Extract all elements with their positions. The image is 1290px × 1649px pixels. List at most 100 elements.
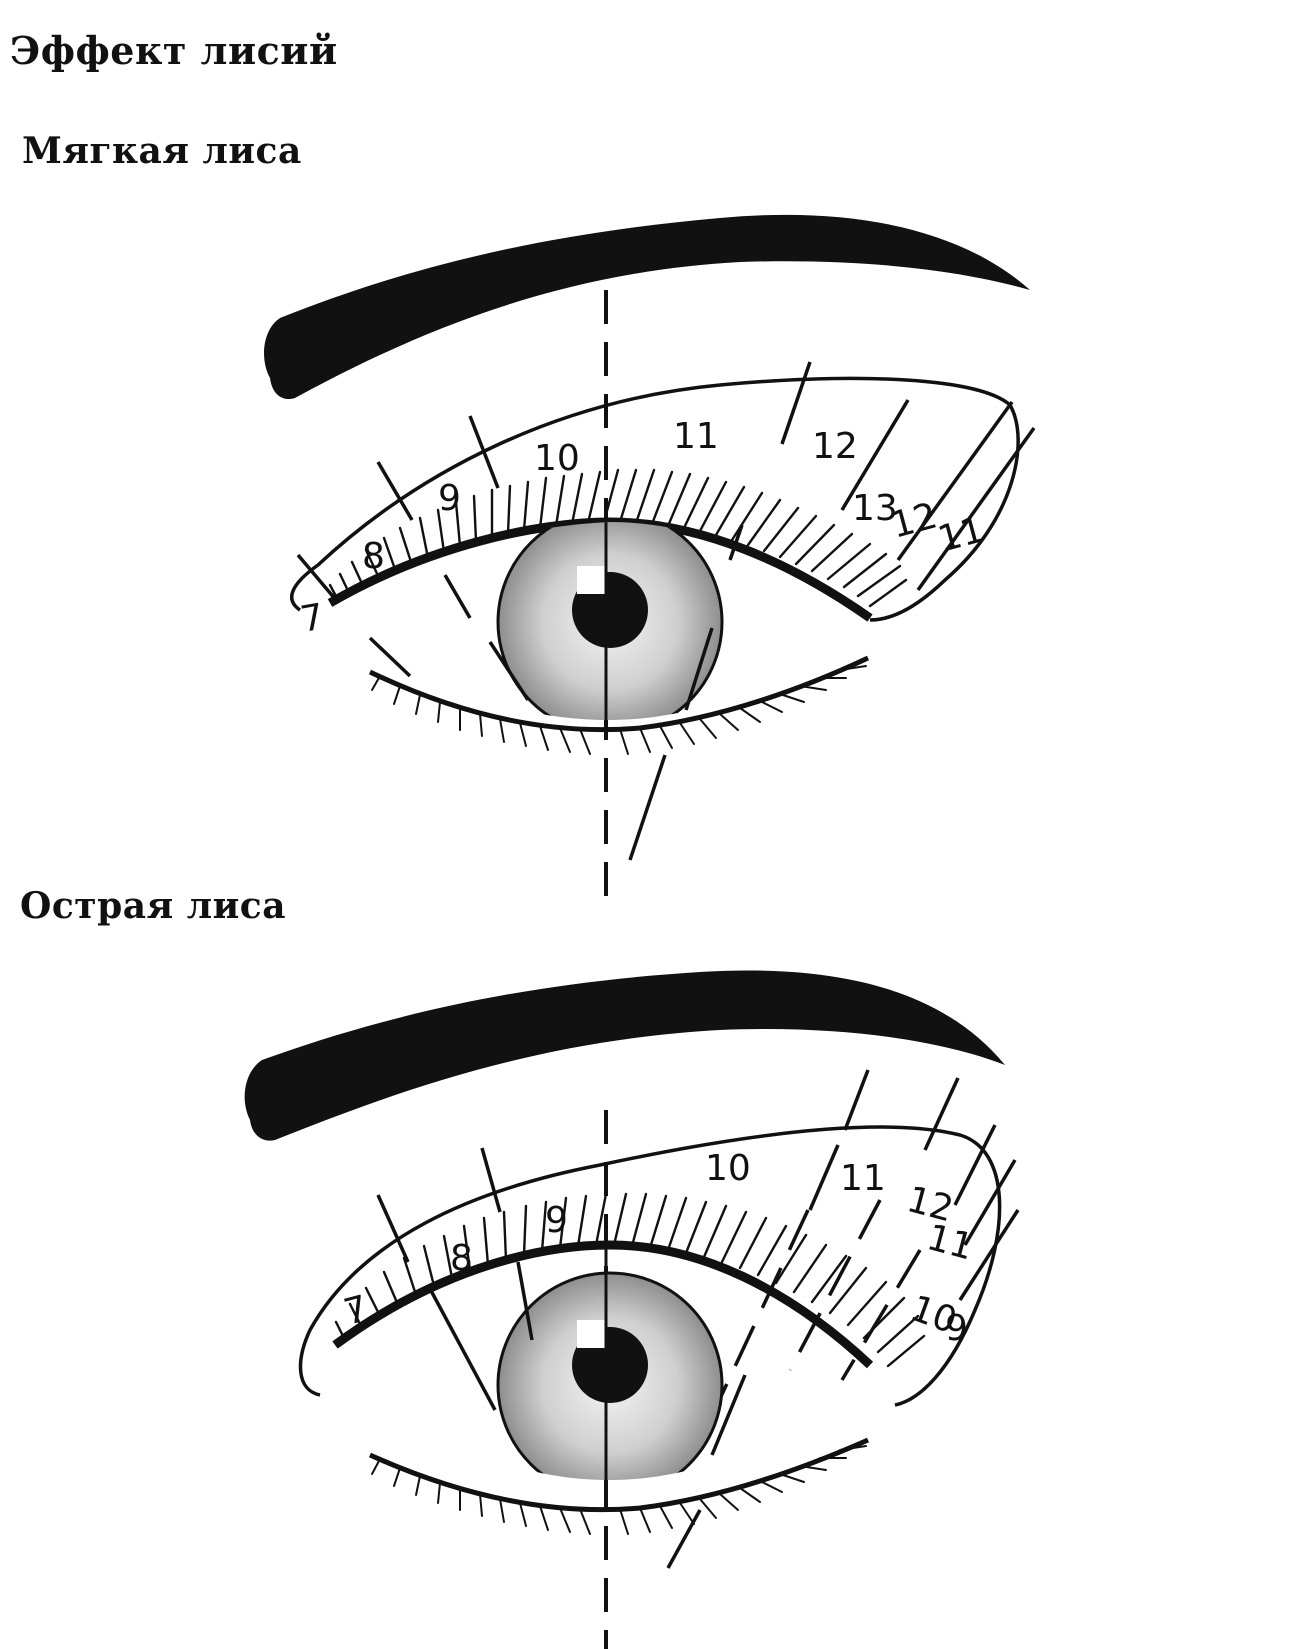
lash-strand (719, 713, 739, 731)
lash-strand (539, 1505, 549, 1531)
zone-divider (953, 1124, 997, 1206)
lash-strand (679, 1502, 695, 1525)
zone-divider (376, 1194, 410, 1263)
lash-strand (618, 468, 638, 524)
lower-guide-line (684, 627, 714, 711)
lash-strand (502, 1210, 508, 1262)
lash-strand (519, 722, 527, 747)
lash-strand (759, 700, 783, 713)
lash-strand (576, 1194, 588, 1248)
eyebrow-shape (264, 214, 1030, 400)
lash-strand (634, 468, 656, 525)
lash-strand (612, 1192, 628, 1247)
lash-strand (720, 1210, 748, 1264)
zone-divider (808, 1144, 840, 1211)
lash-strand (579, 728, 591, 755)
zone-label: 10 (705, 1148, 751, 1189)
dashed-guides (708, 1199, 922, 1421)
upper-lash-line (332, 1240, 874, 1369)
lash-strand (382, 1270, 400, 1307)
lash-strand (778, 514, 818, 559)
lash-strand (437, 1482, 441, 1504)
lash-strand (702, 1204, 728, 1259)
zone-divider (376, 461, 414, 521)
zone-divider (480, 1147, 502, 1213)
lash-strand (522, 1204, 528, 1257)
lower-guides (368, 524, 744, 861)
lash-strand (714, 485, 746, 537)
dashed-guide-line (788, 1199, 882, 1371)
dashed-guide-line (840, 1249, 922, 1381)
lower-guide-line (628, 754, 667, 861)
lash-strand (659, 1505, 673, 1529)
lash-strand (774, 1233, 808, 1285)
lash-strand (699, 718, 717, 739)
lash-strand (679, 722, 695, 745)
zone-label: 8 (362, 536, 385, 577)
zone-divider (780, 361, 812, 445)
lower-guide-line (368, 636, 412, 678)
lower-guide-line (488, 641, 530, 701)
lash-strand (639, 1507, 651, 1533)
zone-label: 11 (673, 416, 719, 457)
lash-strand (639, 727, 651, 753)
lower-guide-line (443, 574, 472, 619)
lash-strand (876, 1314, 920, 1354)
lash-strand (862, 1296, 906, 1340)
zone-divider (468, 415, 500, 489)
zone-label: 10 (534, 438, 580, 479)
eyebrow-shape (244, 970, 1006, 1141)
lash-strand (779, 693, 805, 703)
lash-strand (666, 1196, 688, 1252)
lash-strand (738, 1216, 768, 1270)
lash-strand (839, 665, 867, 671)
pupil-highlight (577, 1320, 605, 1348)
lash-strand (393, 685, 401, 705)
lash-strand (506, 484, 512, 535)
lash-strand (398, 526, 414, 567)
zone-divider (958, 1209, 1020, 1301)
lash-strand (558, 1196, 568, 1250)
page-title: Эффект лисий (10, 28, 338, 73)
lash-strand (559, 727, 571, 753)
lash-zone-outline (298, 1125, 1002, 1407)
lash-strand (842, 552, 888, 589)
lash-strand (799, 1465, 827, 1471)
lower-guide-line (516, 1261, 534, 1341)
lash-strand (730, 491, 764, 542)
lash-strand (482, 1216, 490, 1267)
zone-divider (840, 399, 910, 511)
upper-lashes (328, 468, 908, 608)
lower-guide-line (710, 1374, 747, 1456)
lash-strand (371, 1458, 381, 1475)
lash-strand (462, 1224, 472, 1273)
zone-label: 8 (450, 1238, 473, 1279)
eyeball (496, 522, 724, 720)
lash-strand (810, 532, 854, 573)
lash-strand (499, 1498, 505, 1523)
lash-strand (436, 508, 446, 554)
lash-strand (418, 516, 430, 560)
lash-strand (839, 1445, 867, 1451)
lash-strand (666, 472, 692, 528)
zone-label: 9 (438, 478, 461, 519)
lash-strand (442, 1234, 454, 1280)
lash-strand (472, 494, 478, 543)
lash-strand (648, 1194, 668, 1250)
lash-strand (759, 1480, 783, 1493)
zone-dividers (376, 1069, 1020, 1301)
lash-strand (454, 500, 462, 548)
lash-strand (746, 498, 782, 547)
lower-lashes (371, 665, 867, 755)
lash-strand (756, 1224, 788, 1277)
lash-strand (799, 685, 827, 691)
lash-strand (371, 675, 381, 691)
lash-strand (810, 1254, 848, 1304)
lash-strand (415, 694, 421, 715)
lash-strand (826, 542, 872, 581)
eyeball (496, 1245, 724, 1480)
lash-strand (539, 725, 549, 751)
zone-label: 11 (923, 1217, 978, 1268)
pupil-highlight (577, 566, 605, 594)
lash-strand (415, 1475, 421, 1496)
